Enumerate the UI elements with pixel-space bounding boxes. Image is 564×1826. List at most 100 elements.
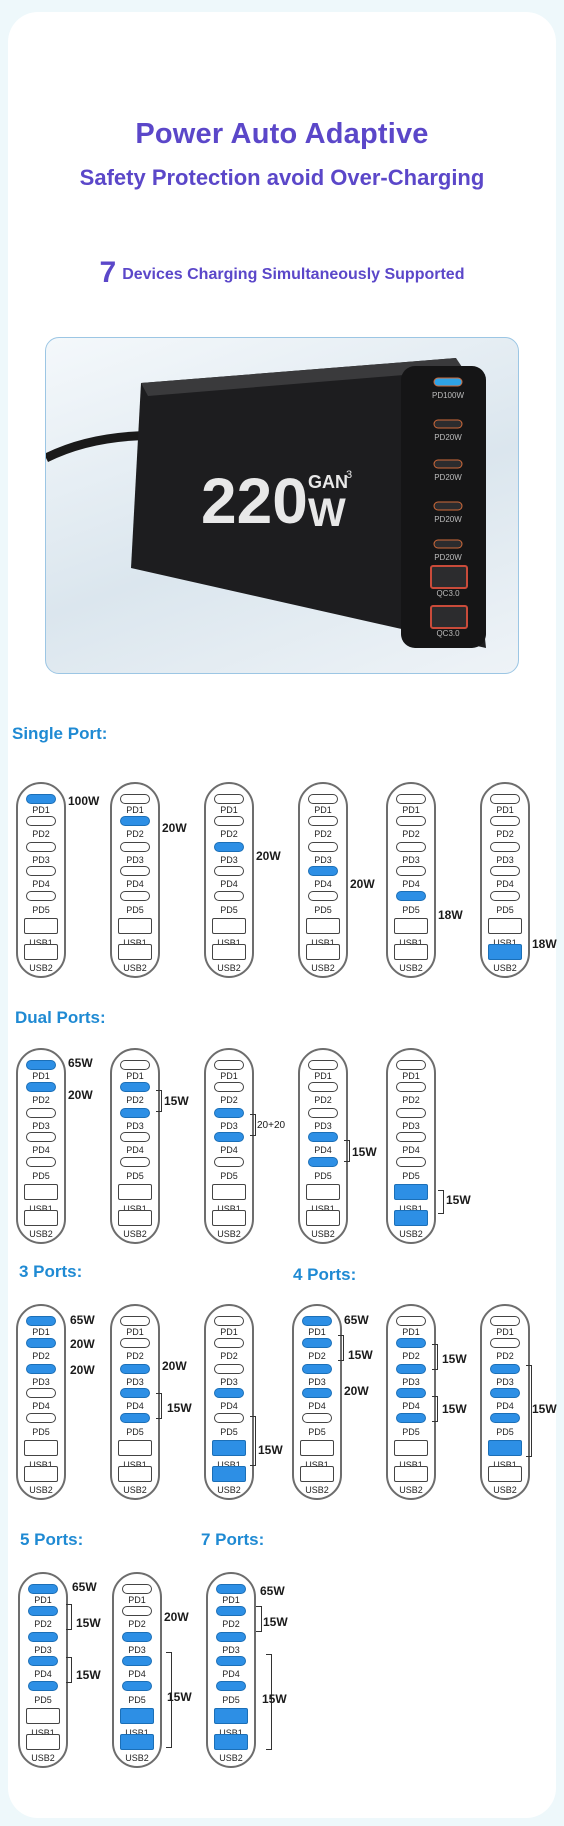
port-face-label: PD20W [434,553,462,562]
port-label: USB2 [399,1229,423,1239]
port-label: USB2 [493,1485,517,1495]
port-usb2-active [488,944,522,960]
port-pd3-active [122,1632,152,1642]
port-label: PD1 [314,805,332,815]
port-label: USB2 [29,1485,53,1495]
port-pd4 [396,866,426,876]
port-pd3-active [26,1364,56,1374]
port-label: PD4 [32,879,50,889]
port-usb1 [300,1440,334,1456]
port-usb2 [24,944,58,960]
port-pd2-active [120,1082,150,1092]
port-label: PD3 [496,855,514,865]
port-label: PD3 [222,1645,240,1655]
port-label: PD2 [402,1095,420,1105]
page-subtitle: Safety Protection avoid Over-Charging [79,165,485,190]
port-label: PD3 [220,1121,238,1131]
port-usb1 [306,918,340,934]
port-label: PD3 [220,1377,238,1387]
port-pd4-active [302,1388,332,1398]
port-label: PD4 [496,1401,514,1411]
port-face-label: PD100W [432,391,464,400]
port-pd5 [490,891,520,901]
watt-label: 15W [352,1145,377,1159]
port-usb2 [394,1466,428,1482]
port-label: PD1 [220,1327,238,1337]
port-pd2 [490,816,520,826]
watt-label: 15W [167,1401,192,1415]
port-pd2 [490,1338,520,1348]
port-label: PD5 [126,905,144,915]
port-usb1 [24,1184,58,1200]
port-pd5-active [396,1413,426,1423]
port-pd1 [214,794,244,804]
port-pd1 [120,1060,150,1070]
port-usb2 [26,1734,60,1750]
port-pd5-active [216,1681,246,1691]
devices-count: 7 [99,256,117,289]
port-pd2 [214,816,244,826]
port-label: USB1 [123,938,147,948]
port-label: PD3 [32,855,50,865]
port-pd1 [308,794,338,804]
port-label: PD5 [220,1171,238,1181]
port-label: PD3 [402,1121,420,1131]
port-label: PD5 [220,1427,238,1437]
port-pd4-active [308,866,338,876]
port-label: PD5 [126,1171,144,1181]
port-label: PD1 [126,1327,144,1337]
port-label: PD4 [308,1401,326,1411]
port-label: PD4 [128,1669,146,1679]
port-usb2 [24,1466,58,1482]
usb-a-port [430,605,468,629]
port-label: PD2 [402,1351,420,1361]
watt-label: 20W [256,849,281,863]
port-pd2-active [216,1606,246,1616]
port-label: USB2 [123,1485,147,1495]
page-card [8,12,556,1818]
port-label: USB1 [29,1460,53,1470]
port-label: PD2 [402,829,420,839]
port-pd4-active [396,1388,426,1398]
port-label: PD1 [126,1071,144,1081]
port-label: PD5 [402,1171,420,1181]
port-usb1 [306,1184,340,1200]
watt-label: 15W [76,1668,101,1682]
section-three: 3 Ports: [19,1262,83,1281]
bracket [250,1114,256,1136]
port-label: PD5 [496,1427,514,1437]
usb-c-port [433,419,463,429]
port-label: PD3 [402,855,420,865]
port-pd3 [490,842,520,852]
watt-label: 15W [348,1348,373,1362]
watt-label: 20W [350,877,375,891]
port-pd1 [396,794,426,804]
usb-c-port [433,459,463,469]
port-label: PD4 [32,1145,50,1155]
port-label: USB1 [399,1460,423,1470]
port-pd5-active [490,1413,520,1423]
port-pd1-active [26,1060,56,1070]
port-pd4 [396,1132,426,1142]
page-title: Power Auto Adaptive [135,118,429,150]
port-label: PD3 [34,1645,52,1655]
port-pd3-active [120,1108,150,1118]
port-label: PD2 [220,1095,238,1105]
watt-label: 15W [258,1443,283,1457]
port-label: PD4 [32,1401,50,1411]
bracket [526,1365,532,1457]
port-label: PD2 [496,829,514,839]
port-label: PD5 [32,1427,50,1437]
port-label: USB1 [493,938,517,948]
port-pd5 [120,891,150,901]
port-pd3-active [216,1632,246,1642]
bracket [344,1140,350,1162]
